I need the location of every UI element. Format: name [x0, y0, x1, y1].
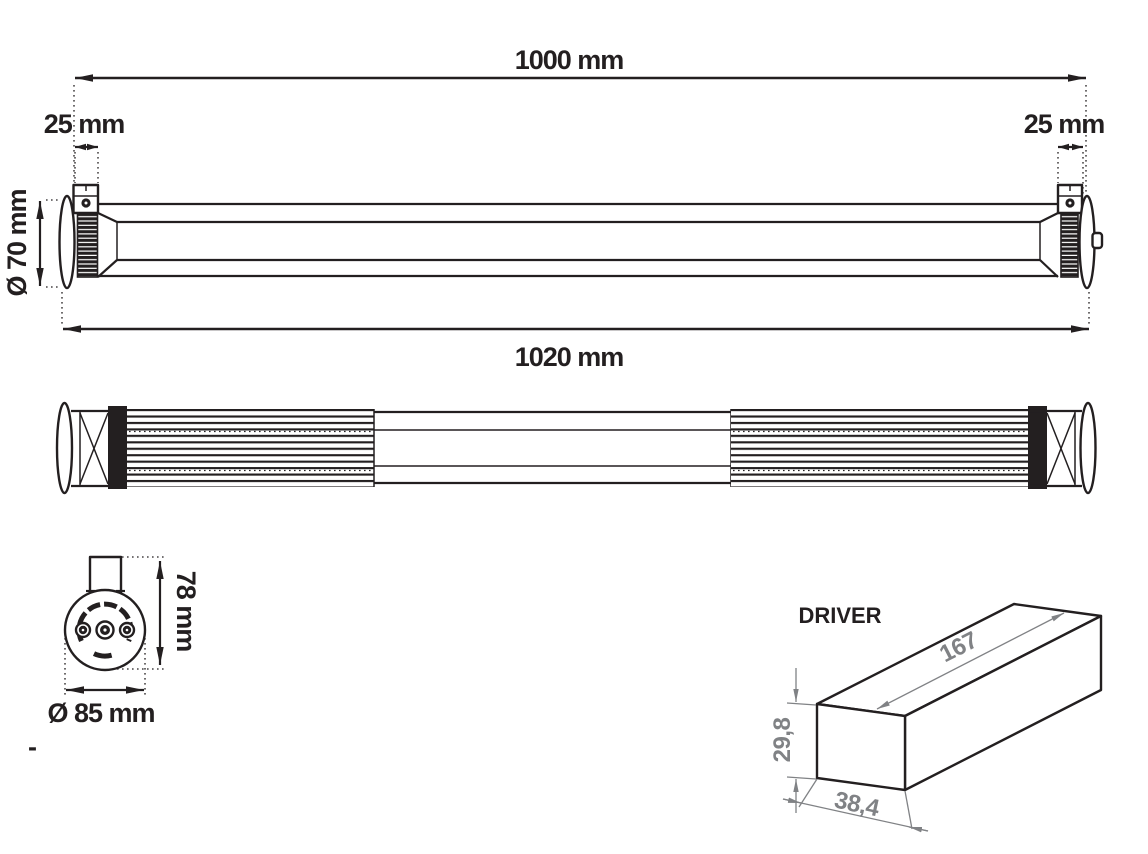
- dim-70mm-label: Ø 70 mm: [2, 189, 32, 296]
- driver-diagram: DRIVER 167 29,8 38,4: [769, 602, 1103, 833]
- dim-diameter-70: Ø 70 mm: [2, 189, 59, 297]
- dim-25mm-right: 25 mm: [1024, 109, 1105, 194]
- side-view: [55, 401, 1097, 495]
- dim-78mm-label: 78 mm: [171, 571, 201, 652]
- screw-hole-center: [1068, 201, 1072, 205]
- dim-1020mm: 1020 mm: [61, 292, 1090, 372]
- dim-1020mm-label: 1020 mm: [515, 342, 624, 372]
- cone-edge: [1039, 259, 1059, 278]
- led-section-right: [731, 409, 1028, 487]
- driver-label: DRIVER: [798, 603, 881, 628]
- dim-25mm-left-label: 25 mm: [44, 109, 125, 139]
- dim-167-arrow: [876, 612, 1065, 710]
- end-disc-right: [1079, 401, 1097, 495]
- cone-transition-left: [97, 212, 118, 278]
- dim-1000mm-label: 1000 mm: [515, 45, 624, 75]
- mounting-tab: [88, 555, 123, 595]
- dim-78mm: 78 mm: [112, 556, 201, 670]
- knurled-cap-left: [76, 212, 99, 278]
- inner-arc-bottom: [92, 651, 118, 659]
- driver-box-front-face: [815, 702, 907, 792]
- end-disc-left: [55, 401, 74, 495]
- connector-pin: [1091, 231, 1104, 250]
- frame-diagonal: [79, 412, 109, 485]
- end-frame-right: [1028, 409, 1082, 488]
- dim-29-8: 29,8: [769, 668, 817, 813]
- tube-middle: [374, 410, 731, 485]
- screw-right-dot: [125, 628, 129, 632]
- fixture-front: [58, 183, 1104, 290]
- cone-edge: [97, 259, 118, 278]
- extension-line: [786, 702, 817, 706]
- cone-edge: [97, 212, 118, 223]
- mounting-bracket-left: [72, 183, 100, 215]
- dim-38-4-line: [782, 798, 929, 832]
- dim-diameter-85: Ø 85 mm: [47, 633, 156, 728]
- dim-25mm-right-label: 25 mm: [1024, 109, 1105, 139]
- dim-38-4: 38,4: [782, 778, 929, 833]
- extension-line: [798, 778, 818, 808]
- dim-1000mm: 1000 mm: [73, 45, 1087, 194]
- stray-dash: -: [28, 732, 36, 762]
- dim-38-4-arrow-right: [908, 826, 929, 833]
- terminal-screws: [74, 620, 136, 640]
- knurled-cap-right: [1060, 212, 1079, 278]
- section-view: 78 mm Ø 85 mm: [47, 555, 201, 728]
- dim-38-4-label: 38,4: [832, 787, 882, 823]
- frame-diagonal: [1046, 412, 1076, 485]
- led-section-left: [127, 409, 374, 487]
- end-band-right: [1028, 406, 1047, 489]
- extension-line: [904, 790, 913, 830]
- cone-transition-right: [1039, 212, 1059, 278]
- extension-line: [786, 776, 817, 780]
- screw-hole-center: [84, 201, 88, 205]
- screw-center-dot: [103, 628, 107, 632]
- dim-25mm-left: 25 mm: [44, 109, 125, 183]
- end-band-left: [108, 406, 127, 489]
- end-disc-left: [58, 194, 76, 290]
- front-view: 1000 mm 25 mm 25 mm Ø 70 mm: [2, 45, 1105, 372]
- mounting-bracket-right: [1056, 183, 1084, 215]
- dim-29-8-label: 29,8: [769, 717, 796, 762]
- dim-38-4-arrow-left: [782, 797, 802, 804]
- cone-edge: [1039, 212, 1059, 223]
- dim-85mm-label: Ø 85 mm: [47, 698, 154, 728]
- screw-left-dot: [81, 628, 85, 632]
